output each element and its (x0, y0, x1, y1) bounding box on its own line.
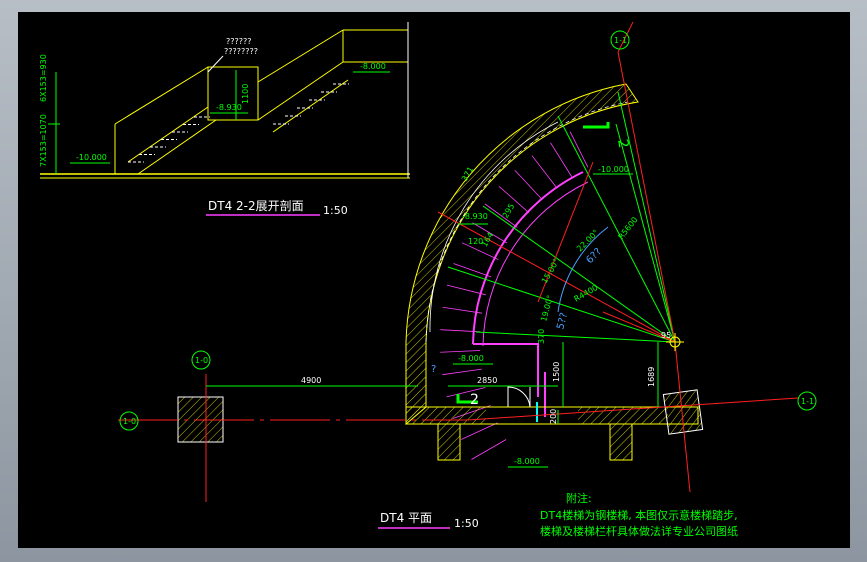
plan-dim-4900: 4900 (301, 376, 321, 385)
section-elev-bottom: -10.000 (76, 153, 107, 162)
axis-bubble-top[interactable]: 1-1 (610, 30, 630, 50)
plan-drawing: -10.000 -8.930 -8.000 -8.000 371 120 164… (118, 21, 817, 538)
plan-dim-95: 95 (661, 331, 671, 340)
svg-text:1-0: 1-0 (195, 356, 208, 365)
plan-elev-upper: -8.930 (462, 212, 488, 221)
notes-line2: 楼梯及楼梯栏杆具体做法详专业公司图纸 (540, 524, 738, 538)
axis-bubble-left-top[interactable]: 1-0 (191, 350, 211, 370)
section-dim-height: 1100 (241, 84, 250, 104)
section-elev-top: -8.000 (360, 62, 386, 71)
notes-heading: 附注: (566, 491, 592, 505)
plan-ang1b: 6?? (584, 246, 604, 266)
section-elev-mid: -8.930 (216, 103, 242, 112)
plan-qmark: ? (431, 364, 436, 375)
axis-bubble-right[interactable]: 1-1 (797, 391, 817, 411)
drawing-svg: 6X153=930 7X153=1070 1100 -8.000 -8.930 … (39, 21, 817, 538)
plan-section-mark: 2 (614, 138, 631, 150)
plan-section-mark2: 2 (470, 392, 479, 408)
plan-title: DT4 平面 (380, 511, 432, 525)
axis-bubble-left[interactable]: 1-0 (119, 411, 139, 431)
plan-dim-r4400: R4400 (573, 283, 600, 304)
plan-ang2: 15.00° (540, 257, 561, 285)
svg-text:1-0: 1-0 (123, 417, 136, 426)
plan-dim-1689: 1689 (647, 367, 656, 387)
svg-text:1-1: 1-1 (614, 36, 627, 45)
section-note-top: ?????? (226, 37, 251, 46)
plan-elev-floor: -8.000 (458, 354, 484, 363)
plan-dim-r5600: R5600 (616, 215, 639, 241)
section-dim-v1: 6X153=930 (39, 54, 48, 102)
plan-dim-200: 200 (549, 409, 558, 424)
plan-dim-2850: 2850 (477, 376, 497, 385)
svg-text:1-1: 1-1 (801, 397, 814, 406)
plan-ang3b: 5?? (555, 312, 570, 331)
plan-dim-120: 120 (468, 237, 483, 246)
section-drawing: 6X153=930 7X153=1070 1100 -8.000 -8.930 … (39, 22, 410, 217)
notes-line1: DT4楼梯为钢楼梯, 本图仅示意楼梯踏步, (540, 508, 738, 522)
plan-scale: 1:50 (454, 517, 479, 530)
plan-elev-bottom: -8.000 (514, 457, 540, 466)
section-dim-v2: 7X153=1070 (39, 114, 48, 167)
plan-dim-1500: 1500 (552, 362, 561, 382)
plan-dim-295: 295 (501, 202, 516, 220)
section-title: DT4 2-2展开剖面 (208, 199, 304, 213)
drawing-canvas[interactable]: 6X153=930 7X153=1070 1100 -8.000 -8.930 … (18, 12, 850, 548)
section-note-bottom: ???????? (224, 47, 258, 56)
section-scale: 1:50 (323, 204, 348, 217)
plan-elev-landing: -10.000 (598, 165, 629, 174)
plan-dim-164: 164 (480, 231, 495, 249)
plan-dim-370: 370 (537, 329, 546, 344)
